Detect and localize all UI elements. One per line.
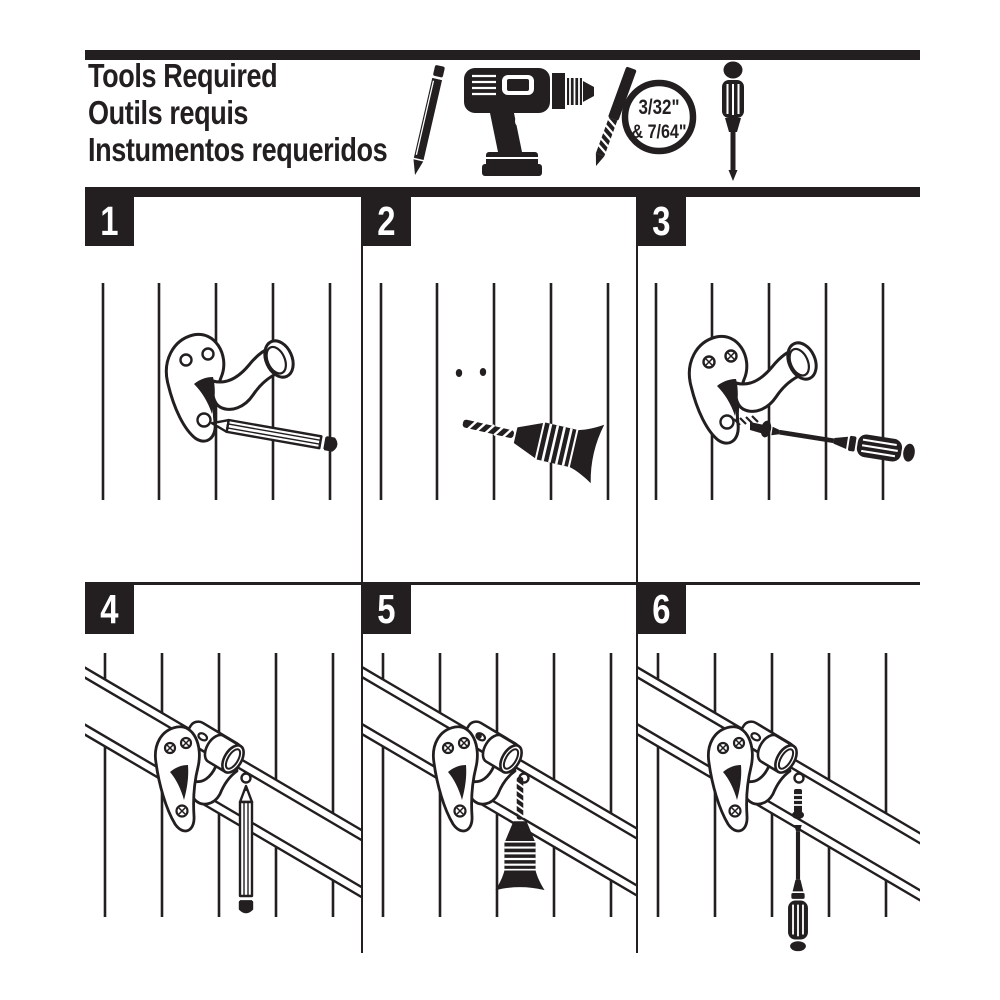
step-6-number: 6 [637,584,686,634]
column-divider-1 [360,197,363,953]
size-circle [621,79,697,155]
pencil-mark [476,733,482,739]
row-divider [85,582,920,585]
step-4-illustration [85,651,361,919]
bit-size-2: & 7/64" [632,121,687,143]
screwdriver-icon [787,824,809,953]
screw-icon [733,415,772,438]
step-2-number: 2 [362,197,411,246]
step-3-number: 3 [637,197,686,246]
header-bottom-rule [85,187,920,197]
bit-size-1: 3/32" [639,96,680,119]
screwdriver-icon [722,61,744,181]
step-4-number: 4 [85,584,134,634]
cordless-drill-icon [464,68,594,176]
tools-required-header: Tools Required Outils requis Instumentos… [88,57,453,168]
step-1-number: 1 [85,197,134,246]
pencil-icon [413,65,445,175]
header-line-fr: Outils requis [88,94,249,131]
header-line-en: Tools Required [88,57,278,94]
pencil-icon [238,784,254,914]
header-top-rule [85,50,920,60]
header-line-es: Instumentos requeridos [88,131,388,168]
step-5-number: 5 [362,584,411,634]
drill-icon [454,392,606,485]
step-3-illustration [654,281,918,502]
pencil-marks [455,368,487,377]
step-6-illustration [638,651,920,953]
drill-bit-icon: 3/32" & 7/64" [595,66,697,166]
column-divider-2 [635,197,638,953]
step-2-illustration [379,281,610,502]
screwdriver-icon [769,418,918,466]
step-5-illustration [363,651,636,919]
screw-icon [792,789,804,819]
step-1-illustration [101,281,339,502]
installed-screw-heads [705,352,735,366]
